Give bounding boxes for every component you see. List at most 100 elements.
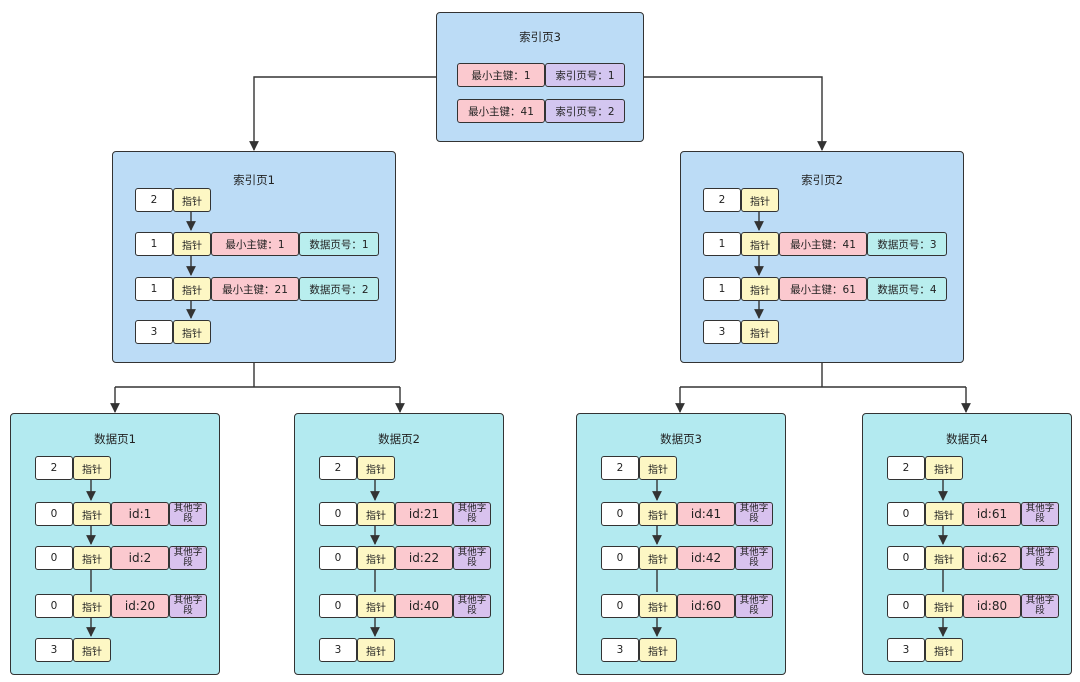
pointer-cell: 指针: [173, 277, 211, 301]
record-flag: 0: [601, 502, 639, 526]
pointer-cell: 指针: [173, 320, 211, 344]
record-id: id:80: [963, 594, 1021, 618]
record-flag: 1: [135, 277, 173, 301]
other-fields: 其他字段: [735, 502, 773, 526]
pointer-cell: 指针: [925, 546, 963, 570]
pointer-cell: 指针: [741, 277, 779, 301]
page-title: 数据页4: [946, 432, 988, 446]
record-id: id:2: [111, 546, 169, 570]
record-id: id:62: [963, 546, 1021, 570]
root-min-key: 最小主键：1: [457, 63, 545, 87]
next-page-number: 3: [35, 638, 73, 662]
record-id: id:41: [677, 502, 735, 526]
data-page-ref: 数据页号：2: [299, 277, 379, 301]
pointer-cell: 指针: [73, 594, 111, 618]
record-flag: 1: [703, 277, 741, 301]
other-fields: 其他字段: [1021, 502, 1059, 526]
pointer-cell: 指针: [639, 594, 677, 618]
record-flag: 0: [887, 594, 925, 618]
root-index-ref: 索引页号：1: [545, 63, 625, 87]
next-page-number: 3: [135, 320, 173, 344]
prev-page-number: 2: [887, 456, 925, 480]
record-id: id:22: [395, 546, 453, 570]
pointer-cell: 指针: [741, 320, 779, 344]
record-id: id:1: [111, 502, 169, 526]
min-key: 最小主键：61: [779, 277, 867, 301]
min-key: 最小主键：41: [779, 232, 867, 256]
pointer-cell: 指针: [73, 502, 111, 526]
pointer-cell: 指针: [925, 638, 963, 662]
data-page-ref: 数据页号：4: [867, 277, 947, 301]
record-id: id:40: [395, 594, 453, 618]
pointer-cell: 指针: [73, 546, 111, 570]
min-key: 最小主键：21: [211, 277, 299, 301]
next-page-number: 3: [601, 638, 639, 662]
pointer-cell: 指针: [357, 502, 395, 526]
record-flag: 0: [887, 546, 925, 570]
pointer-cell: 指针: [357, 594, 395, 618]
page-title: 数据页1: [94, 432, 136, 446]
other-fields: 其他字段: [453, 594, 491, 618]
record-flag: 0: [601, 546, 639, 570]
page-title: 数据页2: [378, 432, 420, 446]
root-min-key: 最小主键：41: [457, 99, 545, 123]
next-page-number: 3: [319, 638, 357, 662]
prev-page-number: 2: [703, 188, 741, 212]
record-id: id:42: [677, 546, 735, 570]
pointer-cell: 指针: [357, 638, 395, 662]
pointer-cell: 指针: [925, 502, 963, 526]
prev-page-number: 2: [601, 456, 639, 480]
pointer-cell: 指针: [639, 638, 677, 662]
root-index-ref: 索引页号：2: [545, 99, 625, 123]
pointer-cell: 指针: [357, 546, 395, 570]
pointer-cell: 指针: [173, 232, 211, 256]
pointer-cell: 指针: [925, 594, 963, 618]
root-to-index-1-arrow: [249, 76, 436, 151]
record-flag: 0: [35, 594, 73, 618]
other-fields: 其他字段: [169, 594, 207, 618]
next-page-number: 3: [703, 320, 741, 344]
root-to-index-2-arrow: [644, 76, 827, 151]
other-fields: 其他字段: [735, 546, 773, 570]
prev-page-number: 2: [319, 456, 357, 480]
other-fields: 其他字段: [453, 546, 491, 570]
pointer-cell: 指针: [357, 456, 395, 480]
pointer-cell: 指针: [741, 232, 779, 256]
record-flag: 1: [135, 232, 173, 256]
record-id: id:20: [111, 594, 169, 618]
data-page-ref: 数据页号：1: [299, 232, 379, 256]
record-flag: 0: [319, 594, 357, 618]
record-id: id:61: [963, 502, 1021, 526]
pointer-cell: 指针: [73, 638, 111, 662]
record-flag: 0: [319, 502, 357, 526]
pointer-cell: 指针: [741, 188, 779, 212]
other-fields: 其他字段: [453, 502, 491, 526]
page-title: 索引页1: [233, 173, 275, 187]
pointer-cell: 指针: [639, 502, 677, 526]
pointer-cell: 指针: [639, 456, 677, 480]
record-flag: 0: [319, 546, 357, 570]
data-page-ref: 数据页号：3: [867, 232, 947, 256]
record-flag: 1: [703, 232, 741, 256]
other-fields: 其他字段: [735, 594, 773, 618]
record-flag: 0: [35, 502, 73, 526]
other-fields: 其他字段: [169, 546, 207, 570]
record-flag: 0: [601, 594, 639, 618]
pointer-cell: 指针: [639, 546, 677, 570]
pointer-cell: 指针: [173, 188, 211, 212]
page-title: 索引页3: [519, 30, 561, 44]
record-flag: 0: [887, 502, 925, 526]
page-title: 索引页2: [801, 173, 843, 187]
page-title: 数据页3: [660, 432, 702, 446]
pointer-cell: 指针: [925, 456, 963, 480]
record-id: id:21: [395, 502, 453, 526]
pointer-cell: 指针: [73, 456, 111, 480]
